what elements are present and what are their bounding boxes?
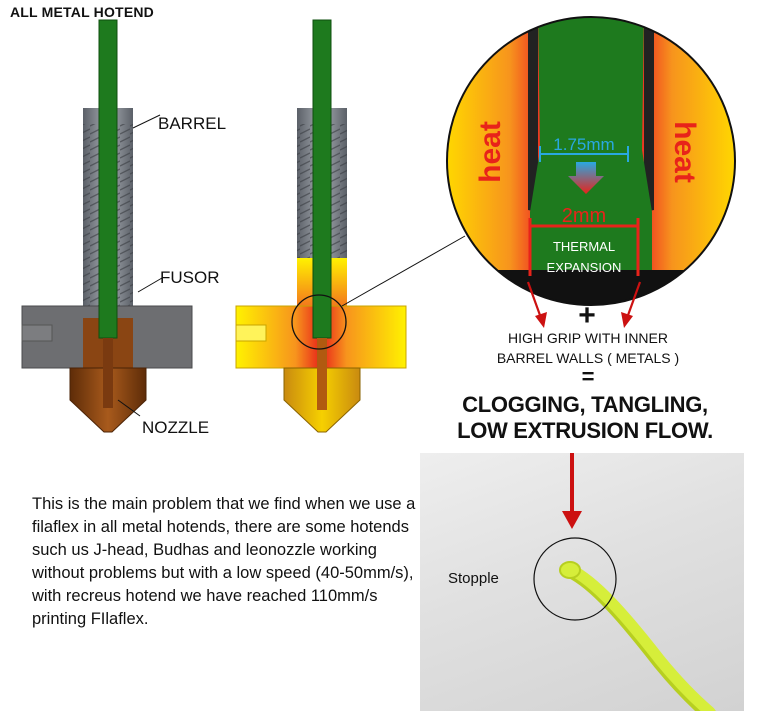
dim-bore-label: 2mm: [562, 205, 606, 227]
filament: [98, 19, 118, 339]
nozzle-leader: [117, 399, 141, 417]
barrel-label: BARREL: [158, 114, 226, 133]
fusor-label: FUSOR: [160, 268, 220, 287]
stopple-label: Stopple: [448, 570, 499, 587]
expansion-line-1: THERMAL: [553, 239, 615, 254]
barrel-leader: [132, 114, 161, 129]
description-paragraph: This is the main problem that we find wh…: [32, 495, 416, 628]
fusor-leader: [137, 277, 163, 293]
filament-photo: [420, 453, 744, 711]
arrow-right-line: [625, 281, 642, 319]
nozzle-label: NOZZLE: [142, 418, 209, 437]
equals-sign: =: [581, 364, 595, 389]
result-line-2: LOW EXTRUSION FLOW.: [457, 418, 713, 443]
zoom-leader-line: [341, 235, 466, 307]
arrow-left-line: [526, 281, 543, 319]
result-line-1: CLOGGING, TANGLING,: [462, 392, 708, 417]
wall-right: [644, 17, 654, 212]
filament-strand: [564, 563, 716, 711]
filament-photo-drawing: [533, 453, 716, 711]
nozzle-channel: [317, 338, 327, 410]
arrow-left-icon: [535, 312, 547, 328]
expansion-line-2: EXPANSION: [547, 260, 622, 275]
hotend-cold: BARREL FUSOR NOZZLE: [21, 19, 226, 437]
filament-tip: [559, 561, 581, 579]
wall-left: [528, 17, 538, 212]
fusor-hole: [235, 324, 267, 342]
photo-arrow-icon: [562, 511, 582, 529]
page-title: ALL METAL HOTEND: [10, 4, 154, 20]
dim-filament-label: 1.75mm: [553, 135, 614, 154]
arrow-right-icon: [621, 312, 633, 328]
plus-sign: +: [578, 299, 596, 332]
zoom-outline: [446, 16, 736, 306]
fusor-hole: [21, 324, 53, 342]
nozzle-channel: [103, 338, 113, 408]
filament: [312, 19, 332, 339]
zoom-marker-circle: [291, 294, 347, 350]
down-arrow-icon: [568, 162, 604, 194]
hotend-heated: [235, 19, 466, 433]
stopple-circle: [533, 537, 617, 621]
grip-text-line-1: HIGH GRIP WITH INNER: [508, 330, 668, 346]
heat-label-left: heat: [474, 121, 507, 183]
grip-text-line-2: BARREL WALLS ( METALS ): [496, 350, 680, 366]
zoom-detail: 1.75mm 2mm THERMAL EXPANSION heat heat +: [446, 16, 736, 332]
zoom-filament: [530, 17, 652, 288]
heat-label-right: heat: [668, 121, 701, 183]
